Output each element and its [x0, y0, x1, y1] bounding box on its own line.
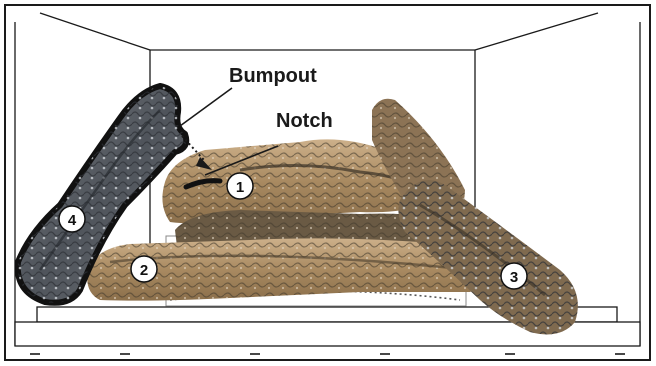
callout-1: 1: [227, 173, 253, 199]
notch-label: Notch: [276, 110, 333, 132]
svg-text:4: 4: [68, 212, 77, 229]
svg-text:1: 1: [236, 179, 244, 196]
callout-3: 3: [501, 263, 527, 289]
callout-4: 4: [59, 206, 85, 232]
svg-text:2: 2: [140, 262, 148, 279]
svg-text:3: 3: [510, 269, 518, 286]
bumpout-label: Bumpout: [229, 65, 317, 87]
callout-2: 2: [131, 256, 157, 282]
